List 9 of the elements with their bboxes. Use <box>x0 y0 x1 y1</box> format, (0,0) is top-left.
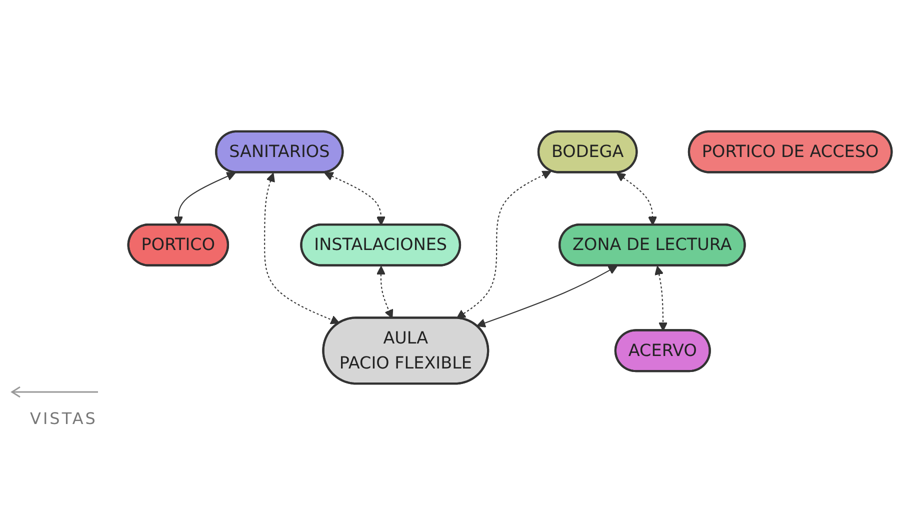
arrow <box>174 172 236 226</box>
arrow <box>376 266 394 319</box>
arrow <box>324 172 386 226</box>
arrow <box>456 170 552 319</box>
arrow <box>654 266 668 332</box>
arrow <box>616 172 658 226</box>
arrow <box>264 172 340 324</box>
direction-label: VISTAS <box>30 409 98 428</box>
arrow <box>476 266 618 328</box>
